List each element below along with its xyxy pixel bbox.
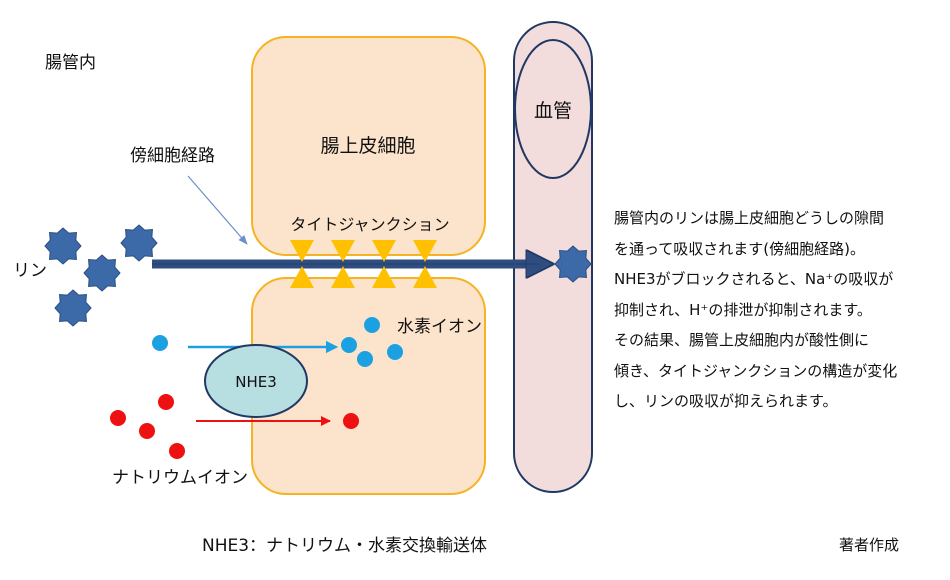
description-line: 抑制され、H⁺の排泄が抑制されます。 xyxy=(614,300,872,319)
sodium-ion-dot xyxy=(158,394,174,410)
description-line: NHE3がブロックされると、Na⁺の吸収が xyxy=(614,270,894,288)
tight-junction-3b xyxy=(372,266,396,288)
nhe3-label: NHE3 xyxy=(235,373,277,391)
description-line: その結果、腸管上皮細胞内が酸性側に xyxy=(614,331,870,349)
hydrogen-ion-dot xyxy=(387,344,403,360)
phosphorus-star-2 xyxy=(120,224,158,262)
epithelial-cell-upper xyxy=(251,36,486,256)
footnote: NHE3：ナトリウム・水素交換輸送体 xyxy=(202,536,487,556)
lumen-label: 腸管内 xyxy=(45,53,96,73)
blood-vessel-label-bubble xyxy=(514,39,592,179)
sodium-ion-dot xyxy=(169,443,185,459)
phosphorus-star-in-vessel xyxy=(554,245,592,283)
phosphorus-group xyxy=(44,224,592,327)
tight-junction-1b xyxy=(290,266,314,288)
phosphorus-star-3 xyxy=(83,254,121,292)
tight-junction-2 xyxy=(331,240,355,262)
hydrogen-ion-dot xyxy=(364,317,380,333)
hydrogen-ion-dot xyxy=(357,351,373,367)
paracellular-pathway-pointer xyxy=(187,175,248,245)
sodium-ion-group xyxy=(110,394,359,459)
sodium-ion-dot xyxy=(139,423,155,439)
tight-junction-group xyxy=(290,240,437,288)
sodium-ion-dot-cell xyxy=(343,413,359,429)
phosphorus-star-1 xyxy=(44,227,82,265)
hydrogen-ion-dot-lumen xyxy=(152,335,168,351)
blood-vessel-label: 血管 xyxy=(534,100,572,122)
sodium-ion-label: ナトリウムイオン xyxy=(112,468,248,488)
phosphorus-label: リン xyxy=(13,261,47,281)
description-line: し、リンの吸収が抑えられます。 xyxy=(614,392,838,410)
tight-junction-label: タイトジャンクション xyxy=(290,215,449,234)
nhe3-transporter xyxy=(204,344,308,418)
tight-junction-4 xyxy=(413,240,437,262)
phosphorus-star-4 xyxy=(54,289,92,327)
sodium-ion-dot xyxy=(110,410,126,426)
tight-junction-2b xyxy=(331,266,355,288)
description-line: 腸管内のリンは腸上皮細胞どうしの隙間 xyxy=(614,209,885,227)
paracellular-pathway-label: 傍細胞経路 xyxy=(130,146,215,166)
description-line: 傾き、タイトジャンクションの構造が変化 xyxy=(614,361,898,380)
description-text: 腸管内のリンは腸上皮細胞どうしの隙間 を通って吸収されます(傍細胞経路)。 NH… xyxy=(614,203,944,417)
tight-junction-1 xyxy=(290,240,314,262)
epithelial-cell-label: 腸上皮細胞 xyxy=(320,135,415,157)
tight-junction-4b xyxy=(413,266,437,288)
hydrogen-ion-dot xyxy=(341,337,357,353)
hydrogen-ion-label: 水素イオン xyxy=(397,317,482,337)
hydrogen-ion-group xyxy=(152,317,403,367)
credit: 著者作成 xyxy=(839,536,899,554)
description-line: を通って吸収されます(傍細胞経路)。 xyxy=(614,239,865,258)
tight-junction-3 xyxy=(372,240,396,262)
